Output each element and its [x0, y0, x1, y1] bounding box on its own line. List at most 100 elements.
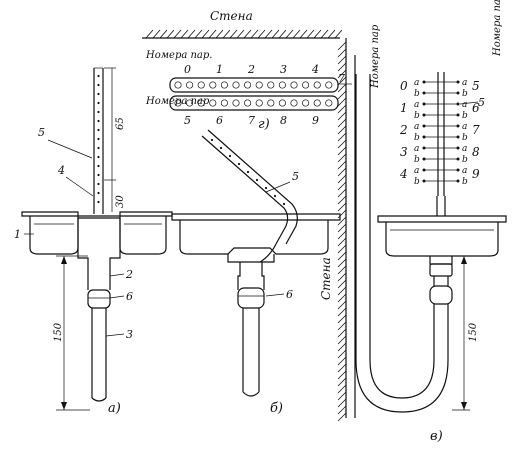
pair-number-left: 3: [400, 145, 408, 159]
wire-dot: [97, 74, 100, 78]
hatch-line: [264, 29, 273, 39]
hatch-line: [159, 29, 168, 39]
hatch-line: [337, 209, 347, 219]
hatch-line: [327, 29, 336, 39]
hatch-line: [337, 90, 347, 100]
terminal-screw: [267, 99, 275, 107]
pair-number-bottom: 6: [216, 114, 223, 127]
wire-dot: [219, 146, 223, 150]
wire-letter: b: [414, 89, 420, 99]
wire-dot: [264, 186, 268, 190]
dim-150-a: 150: [53, 322, 64, 342]
hatch-line: [337, 223, 347, 233]
hatch-line: [152, 29, 161, 39]
wire-letter: а: [414, 166, 419, 176]
hatch-line: [337, 279, 347, 289]
side-wall-label: Стена: [319, 257, 333, 300]
wire-letter: b: [462, 133, 468, 143]
wire-end: [456, 113, 460, 117]
terminal-screw: [255, 81, 263, 89]
wire-dot: [228, 154, 232, 158]
wire-letter: b: [414, 111, 420, 121]
hatch-line: [337, 153, 347, 163]
wire-end: [422, 135, 426, 139]
wire-letter: b: [462, 155, 468, 165]
hatch-line: [257, 29, 266, 39]
wire-letter: а: [414, 144, 419, 154]
hatch-line: [337, 195, 347, 205]
hatch-line: [337, 216, 347, 226]
hatch-line: [208, 29, 217, 39]
hatch-line: [337, 41, 347, 51]
hatch-line: [337, 412, 347, 422]
wire-end: [422, 113, 426, 117]
terminal-screw: [290, 81, 298, 89]
terminal-screw: [209, 81, 217, 89]
wire-letter: b: [462, 89, 468, 99]
terminal-screw: [220, 99, 228, 107]
hatch-line: [337, 244, 347, 254]
wire-letter: а: [462, 78, 467, 88]
wire-dot: [97, 110, 100, 114]
wire-letter: b: [414, 155, 420, 165]
wire-dot: [273, 194, 277, 198]
pair-number-top: 3: [280, 63, 287, 76]
wire-end: [456, 124, 460, 128]
wire-dot: [97, 200, 100, 204]
hatch-line: [337, 48, 347, 58]
hatch-line: [337, 384, 347, 394]
hatch-line: [337, 258, 347, 268]
terminal-screw: [302, 99, 310, 107]
callout-6-b: 6: [286, 288, 293, 301]
hatch-line: [313, 29, 322, 39]
dim-30: 30: [115, 195, 126, 208]
hatch-line: [145, 29, 154, 39]
terminal-screw: [186, 81, 194, 89]
hatch-line: [337, 342, 347, 352]
pair-number-top: 2: [247, 63, 255, 76]
pair-number-right: 9: [472, 167, 480, 181]
hatch-line: [337, 174, 347, 184]
terminal-screw: [244, 81, 252, 89]
hatch-line: [337, 398, 347, 408]
hatch-line: [320, 29, 329, 39]
hatch-line: [337, 265, 347, 275]
wire-end: [422, 157, 426, 161]
hatch-line: [337, 405, 347, 415]
hatch-line: [337, 314, 347, 324]
terminal-screw: [232, 99, 240, 107]
pair-number-left: 4: [399, 167, 408, 181]
sub-label-b: б): [270, 401, 283, 416]
terminal-screw: [290, 99, 298, 107]
sub-label-v: в): [430, 429, 443, 444]
wire-dot: [237, 162, 241, 166]
callout-4: 4: [57, 164, 65, 177]
side-wall: Стена: [319, 38, 356, 422]
hatch-line: [222, 29, 231, 39]
pair-number-bottom: 5: [184, 114, 191, 127]
pair-number-bottom: 7: [248, 114, 255, 127]
hatch-line: [271, 29, 280, 39]
hatch-line: [243, 29, 252, 39]
hatch-line: [337, 363, 347, 373]
pair-numbers-v-left: Номера пар: [370, 24, 381, 89]
hatch-line: [278, 29, 287, 39]
hatch-line: [337, 237, 347, 247]
hatch-line: [337, 286, 347, 296]
hatch-line: [236, 29, 245, 39]
hatch-line: [229, 29, 238, 39]
wire-dot: [97, 146, 100, 150]
hatch-line: [250, 29, 259, 39]
wire-dot: [97, 119, 100, 123]
hatch-line: [337, 377, 347, 387]
hatch-line: [306, 29, 315, 39]
hatch-line: [337, 146, 347, 156]
wire-end: [422, 146, 426, 150]
hatch-line: [337, 181, 347, 191]
wire-end: [456, 179, 460, 183]
panel-a: 150 65 30 5 4 1 2 6 3 а): [14, 67, 173, 416]
hatch-line: [334, 29, 343, 39]
pair-number-right: 7: [472, 123, 480, 137]
pair-number-right: 5: [472, 79, 480, 93]
